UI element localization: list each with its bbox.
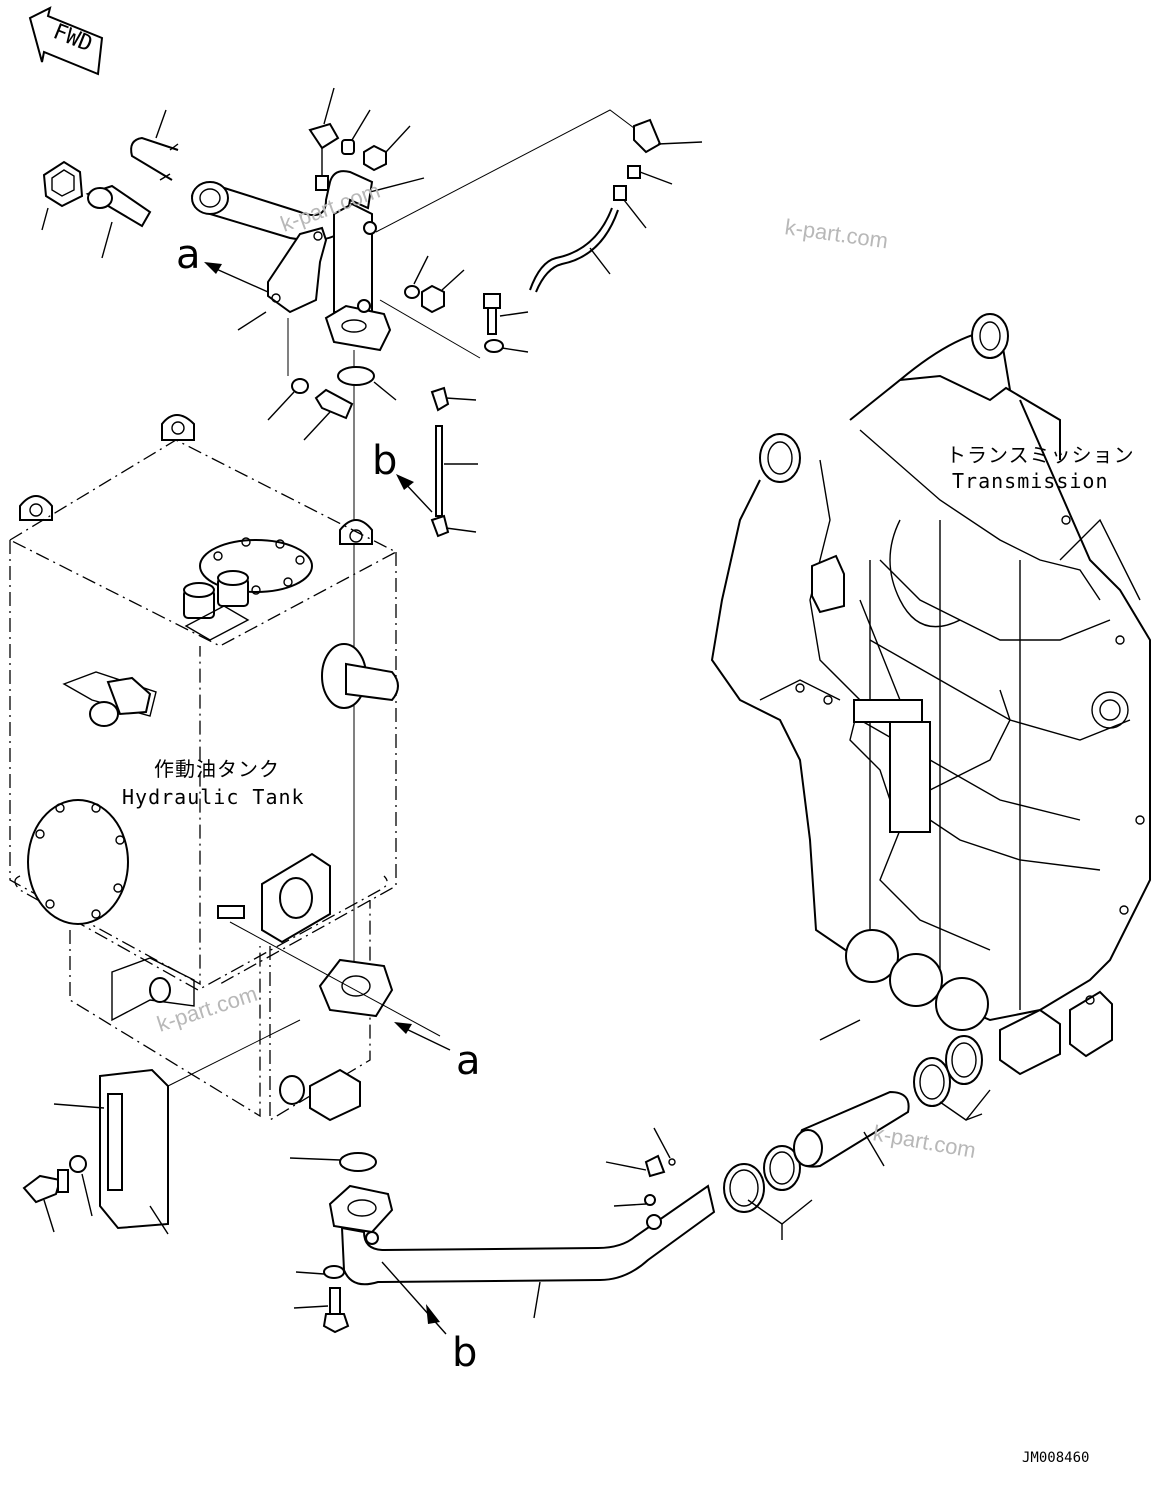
fwd-label: FWD xyxy=(50,19,96,57)
hydraulic-tank-label-en: Hydraulic Tank xyxy=(122,785,305,809)
fwd-arrow-icon: FWD xyxy=(28,6,104,76)
watermark: k-part.com xyxy=(783,214,889,253)
callout-a-top: a xyxy=(176,232,269,293)
hydraulic-tank-label-jp: 作動油タンク xyxy=(154,757,280,781)
suction-pipe-assembly xyxy=(289,1127,716,1334)
svg-text:a: a xyxy=(456,1038,481,1084)
svg-text:a: a xyxy=(176,232,201,278)
hose-and-clamps xyxy=(723,1035,991,1240)
callout-b-top: b xyxy=(372,438,433,513)
hydraulic-tank: 作動油タンク Hydraulic Tank xyxy=(8,414,399,1122)
svg-text:b: b xyxy=(452,1330,477,1376)
callout-b-bottom: b xyxy=(381,1261,477,1376)
drawing-code: JM008460 xyxy=(1022,1450,1089,1466)
sight-gauge-cover xyxy=(22,1019,301,1235)
tank-suction-flange xyxy=(229,921,441,1037)
svg-text:b: b xyxy=(372,438,397,484)
watermark: k-part.com xyxy=(871,1120,978,1163)
upper-pipe-assembly xyxy=(41,87,703,980)
transmission-label-en: Transmission xyxy=(952,469,1109,493)
transmission-label-jp: トランスミッション xyxy=(946,443,1135,467)
transmission: トランスミッション Transmission xyxy=(710,313,1151,1076)
callout-a-bottom: a xyxy=(394,1022,481,1084)
